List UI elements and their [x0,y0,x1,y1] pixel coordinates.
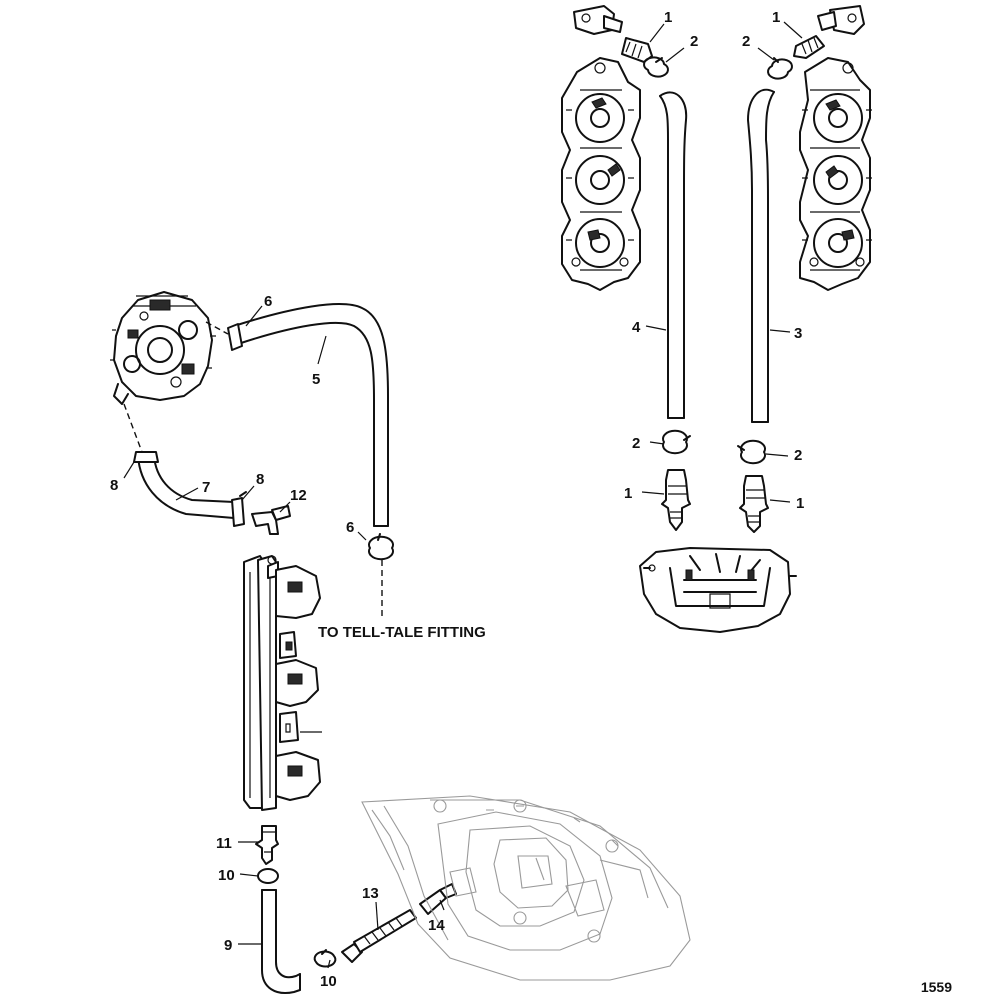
leader-lines [123,21,803,969]
callout-label: 1 [664,9,672,26]
barb-fitting-11 [255,825,279,865]
barb-fitting-lower-left [661,469,691,531]
callout-label: 8 [256,471,264,488]
callout-label: 11 [216,835,232,852]
hose-clamp-lower-right [737,439,766,465]
hose-4 [659,91,688,419]
callout-label: 1 [796,495,804,512]
hose-clamp-10-lower [313,949,337,968]
tell-tale-fitting-13 [341,909,417,963]
callout-label: 12 [290,487,307,504]
hose-9 [261,889,301,994]
water-cover-right [817,5,865,35]
hose-fitting-top-right [793,35,825,59]
callout-label: 5 [312,371,320,388]
hose-7 [133,451,235,519]
cylinder-head-left [561,57,641,291]
cylinder-head-right [799,57,872,291]
callout-label: 6 [264,293,272,310]
water-rail-assembly [243,555,322,811]
callout-label: 1 [624,485,632,502]
hose-clamp-top-right [767,57,793,80]
callout-labels: 1 2 1 2 4 3 2 2 1 1 6 5 8 7 8 12 6 11 10… [110,9,804,990]
hose-5 [233,303,389,527]
hose-3 [747,88,775,423]
callout-label: 9 [224,937,232,954]
figure-number: 1559 [921,979,952,995]
callout-label: 10 [218,867,235,884]
hose-clamp-top-left [643,56,669,78]
callout-label: 2 [632,435,640,452]
callout-label: 3 [794,325,802,342]
water-cover-left [573,5,623,35]
callout-label: 10 [320,973,337,990]
elbow-fitting-12 [251,505,291,535]
callout-label: 2 [742,33,750,50]
dashed-connection-powerhead-hose5 [205,321,229,335]
tell-tale-note: TO TELL-TALE FITTING [318,624,486,641]
hose-end-6 [227,323,243,351]
callout-label: 14 [428,917,445,934]
callout-label: 1 [772,9,780,26]
powerhead-unit [110,291,216,405]
callout-label: 2 [794,447,802,464]
hose-clamp-lower-left [662,429,691,455]
callout-label: 6 [346,519,354,536]
hose-clamp-6 [368,533,394,561]
hose-clamp-10-upper [257,868,279,884]
callout-label: 8 [110,477,118,494]
barb-fitting-lower-right [739,475,769,533]
hose-clamp-8 [231,491,247,527]
dashed-connection-powerhead-hose7 [123,403,143,453]
fitting-14 [419,883,457,915]
adapter-plate [639,547,797,633]
drive-shaft-housing [361,795,691,981]
callout-label: 7 [202,479,210,496]
callout-label: 2 [690,33,698,50]
callout-label: 13 [362,885,379,902]
callout-label: 4 [632,319,641,336]
